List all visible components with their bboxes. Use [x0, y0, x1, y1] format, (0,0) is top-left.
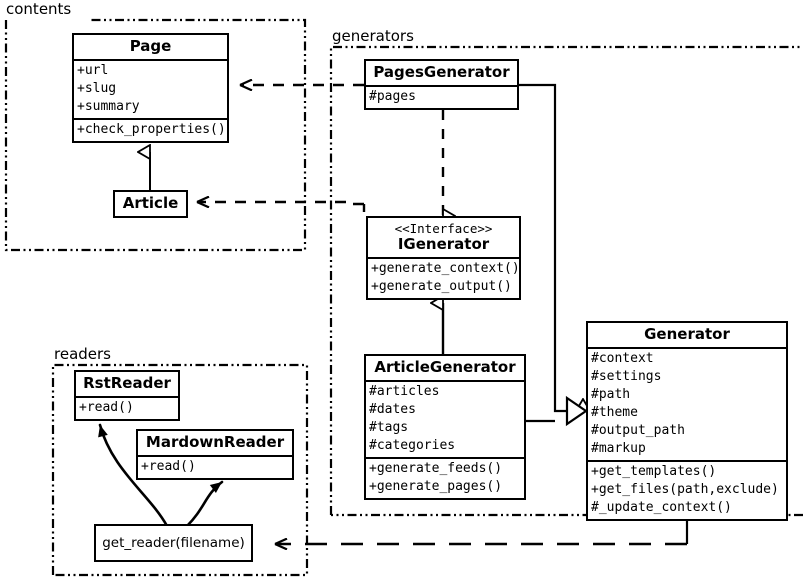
method-read: +read()	[79, 400, 134, 416]
articlegenerator-depends-on-article-connector	[197, 202, 364, 204]
class-igenerator[interactable]: <<Interface>> IGenerator +generate_conte…	[366, 216, 521, 301]
attribute-output-path: #output_path	[591, 423, 685, 438]
class-article-generator-methods: +generate_feeds() +generate_pages()	[366, 457, 524, 498]
class-article-generator-title: ArticleGenerator	[374, 358, 516, 376]
attribute-slug: +slug	[77, 81, 117, 97]
class-igenerator-stereotype: <<Interface>>	[394, 221, 493, 236]
class-rst-reader-title: RstReader	[83, 374, 171, 392]
class-pages-generator-attributes: #pages	[366, 85, 517, 108]
class-page[interactable]: Page +url +slug +summary +check_properti…	[72, 33, 229, 143]
method-read: +read()	[141, 459, 196, 475]
attribute-url: +url	[77, 63, 109, 79]
attribute-markup: #markup	[591, 440, 646, 456]
class-article-title: Article	[122, 194, 179, 212]
class-mardown-reader-methods: +read()	[138, 455, 292, 478]
class-rst-reader[interactable]: RstReader +read()	[74, 370, 180, 422]
class-page-title: Page	[129, 37, 172, 55]
method-get-files: +get_files(path,exclude)	[591, 481, 779, 497]
getreader-returns-rstreader-connector	[98, 423, 169, 528]
node-get-reader[interactable]: get_reader(filename)	[94, 524, 253, 562]
method-generate-context: +generate_context()	[371, 261, 520, 277]
attribute-theme: #theme	[591, 405, 638, 421]
method-get-templates: +get_templates()	[591, 463, 717, 479]
class-pages-generator[interactable]: PagesGenerator #pages	[364, 59, 519, 111]
class-igenerator-title: <<Interface>> IGenerator	[368, 218, 519, 257]
class-article[interactable]: Article	[113, 190, 188, 219]
class-generator-title: Generator	[644, 325, 730, 343]
generators-inherit-generator-connector	[519, 83, 583, 423]
contents-package-label: contents	[6, 0, 72, 18]
attribute-categories: #categories	[369, 438, 456, 454]
method-update-context: #_update_context()	[591, 499, 732, 515]
attribute-pages: #pages	[369, 89, 416, 105]
class-rst-reader-methods: +read()	[76, 396, 178, 419]
class-igenerator-name: IGenerator	[397, 235, 490, 253]
attribute-settings: #settings	[591, 369, 662, 385]
attribute-summary: +summary	[77, 99, 140, 115]
class-article-generator[interactable]: ArticleGenerator #articles #dates #tags …	[364, 354, 526, 500]
readers-package-frame	[51, 363, 309, 577]
class-pages-generator-title: PagesGenerator	[373, 63, 510, 81]
getreader-returns-mardownreader-connector	[185, 480, 224, 528]
generator-generalization-arrowhead	[565, 395, 588, 427]
class-page-attributes: +url +slug +summary	[74, 59, 227, 118]
node-get-reader-label: get_reader(filename)	[102, 535, 245, 551]
method-generate-output: +generate_output()	[371, 279, 512, 295]
method-check-properties: +check_properties()	[77, 122, 226, 138]
generators-package-label: generators	[332, 27, 414, 45]
method-generate-feeds: +generate_feeds()	[369, 461, 503, 476]
attribute-dates: #dates	[369, 402, 416, 418]
method-generate-pages: +generate_pages()	[369, 478, 503, 494]
class-generator-attributes: #context #settings #path #theme #output_…	[588, 347, 786, 460]
attribute-tags: #tags	[369, 420, 409, 436]
class-generator-methods: +get_templates() +get_files(path,exclude…	[588, 459, 786, 519]
attribute-path: #path	[591, 387, 631, 403]
readers-package-label: readers	[54, 345, 111, 363]
attribute-context: #context	[591, 351, 654, 367]
contents-package-frame	[4, 18, 307, 252]
attribute-articles: #articles	[369, 384, 440, 400]
class-igenerator-methods: +generate_context() +generate_output()	[368, 257, 520, 298]
class-article-generator-attributes: #articles #dates #tags #categories	[366, 380, 524, 457]
class-mardown-reader-title: MardownReader	[145, 433, 285, 451]
class-mardown-reader[interactable]: MardownReader +read()	[136, 429, 294, 481]
class-generator[interactable]: Generator #context #settings #path #them…	[586, 321, 788, 521]
class-page-methods: +check_properties()	[74, 118, 227, 141]
